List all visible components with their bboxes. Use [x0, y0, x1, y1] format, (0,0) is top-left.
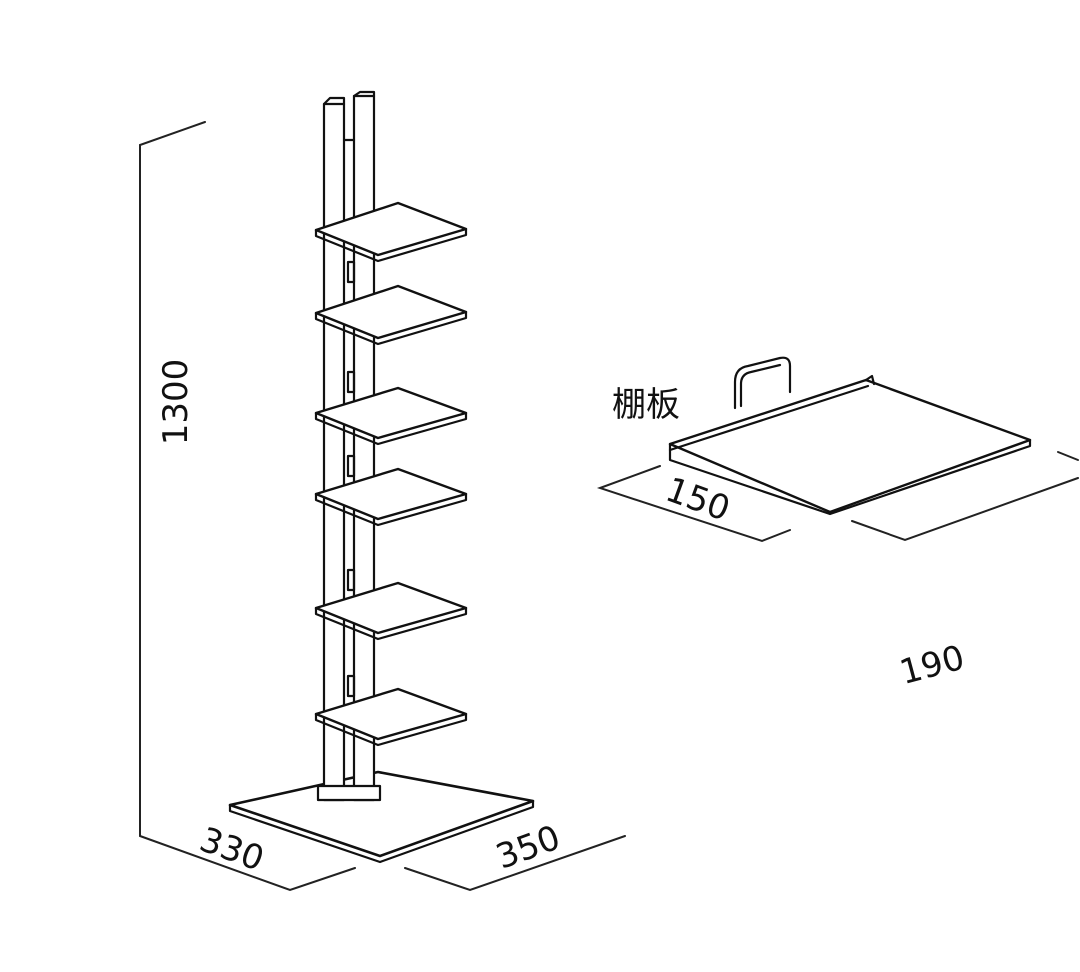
detail-shelf: 棚板: [612, 356, 1032, 516]
base-width-dimension-line: [404, 835, 626, 892]
detail-shelf-hook: [733, 356, 792, 410]
base-plate-edge: [228, 799, 535, 864]
tower-shelves: [314, 201, 468, 747]
tower-shelf: [314, 687, 468, 747]
base-plate: [228, 770, 535, 864]
shelf-depth-dimension-line: [596, 465, 791, 543]
tower-shelf-edge: [314, 411, 468, 446]
shelf-label: 棚板: [612, 386, 680, 424]
post-slots: [346, 260, 356, 698]
detail-shelf-hook-inner: [739, 363, 782, 408]
detail-shelf-lip: [864, 374, 876, 386]
tower-shelf-edge: [314, 606, 468, 641]
post-foot: [316, 784, 382, 802]
post-slot: [346, 260, 356, 284]
tower-shelf-edge: [314, 310, 468, 346]
detail-shelf-edge: [668, 438, 1032, 516]
height-dimension-line: [139, 121, 206, 837]
detail-shelf-back-rail: [668, 384, 870, 452]
post-slot: [346, 674, 356, 698]
front-post-cap: [322, 96, 346, 106]
base-width-dimension-label: 350: [491, 818, 566, 878]
shelf-width-dimension-line: [851, 477, 1079, 542]
tower-shelf: [314, 284, 468, 346]
base-depth-dimension-line: [139, 835, 356, 892]
post-slot: [346, 568, 356, 592]
tower-shelf: [314, 386, 468, 446]
rear-post: [352, 94, 376, 802]
tower-shelf: [314, 201, 468, 263]
shelf-width-dimension-tick: [1057, 451, 1079, 461]
base-depth-dimension-label: 330: [194, 820, 269, 880]
post-slot: [346, 454, 356, 478]
front-post: [322, 102, 346, 802]
shelf-width-dimension-label: 190: [896, 638, 969, 693]
rear-post-cap: [352, 90, 376, 98]
post-slot: [346, 370, 356, 394]
tower-shelf-edge: [314, 227, 468, 263]
height-dimension-label: 1300: [156, 359, 196, 446]
height-dimension: 1300: [139, 121, 206, 837]
tower-shelf: [314, 581, 468, 641]
tower-shelf-edge: [314, 712, 468, 747]
base-plate-top: [228, 770, 535, 858]
tower-shelf: [314, 467, 468, 527]
tower-shelf-edge: [314, 492, 468, 527]
